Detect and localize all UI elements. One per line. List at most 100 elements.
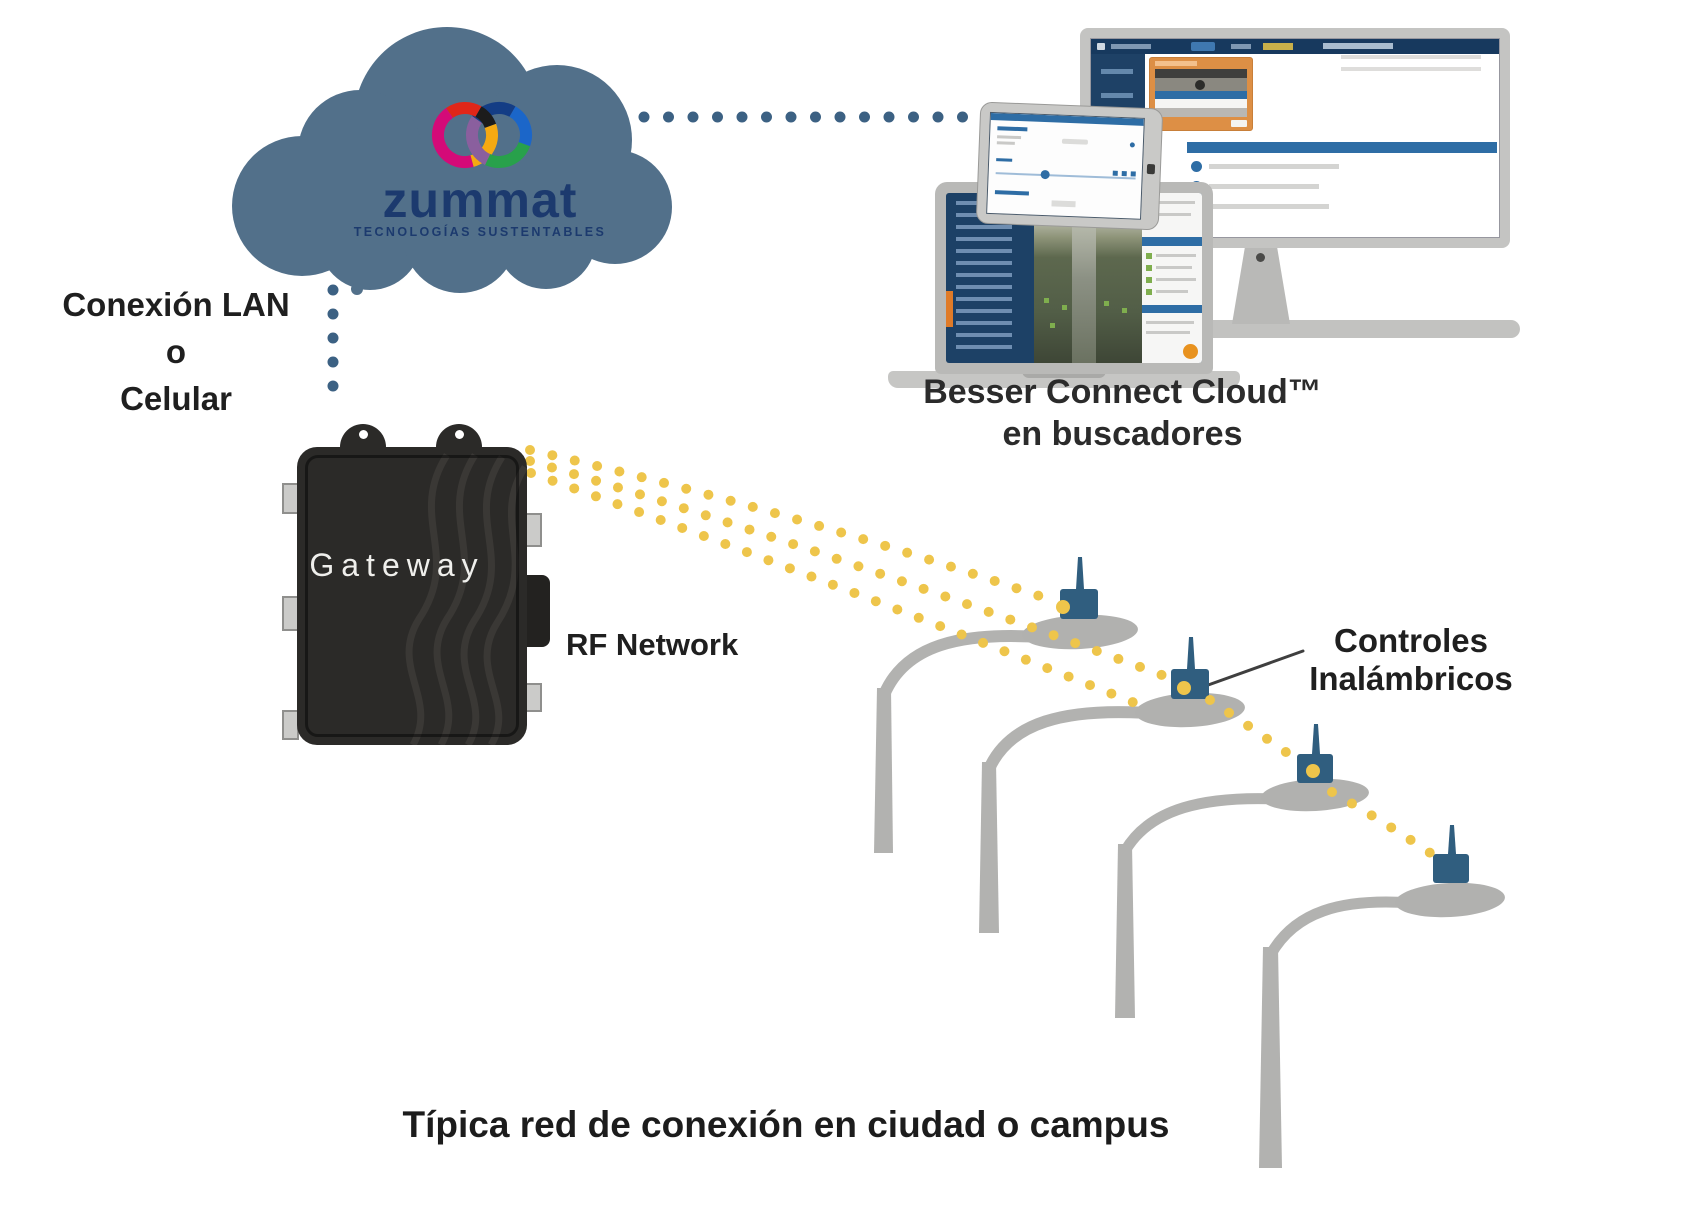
connection-label: Conexión LAN o Celular <box>26 281 326 422</box>
mock-link-text <box>996 158 1013 162</box>
mock-control-square <box>1130 171 1136 177</box>
mock-video-player <box>1155 69 1247 117</box>
mock-play-icon <box>1195 80 1206 90</box>
rf-dot-on-controller-1 <box>1056 600 1070 614</box>
browser-label: Besser Connect Cloud™ en buscadores <box>895 371 1350 455</box>
tablet-home-button <box>1146 163 1156 175</box>
mock-row-text <box>1146 331 1190 334</box>
mock-nav-text <box>1111 44 1151 49</box>
mock-link-text <box>994 190 1029 196</box>
mock-video-stripe <box>1155 91 1247 99</box>
mock-sidebar-items <box>956 201 1012 355</box>
mock-link-text <box>997 126 1028 132</box>
mock-content-line <box>1341 55 1481 59</box>
arm <box>1265 896 1418 960</box>
mock-pill <box>1051 200 1076 208</box>
mock-status-dot <box>1146 277 1152 283</box>
pole <box>874 688 893 853</box>
lamp-head <box>1135 692 1245 728</box>
zummat-wordmark: zummat <box>382 172 578 228</box>
gateway-side-tab <box>525 513 542 547</box>
mock-slider-knob <box>1040 169 1050 180</box>
mock-status-dot <box>1146 265 1152 271</box>
mock-sidebar-marker <box>946 291 953 327</box>
rf-beam-3 <box>526 468 1150 712</box>
mock-action-button <box>1183 344 1198 359</box>
gateway-box: Gateway <box>297 447 527 745</box>
mock-sidebar-item <box>1101 93 1133 98</box>
streetlight-2 <box>979 692 1245 933</box>
mock-video-stripe <box>1155 108 1247 117</box>
mock-row-text <box>1209 184 1319 189</box>
gateway-antenna-block <box>524 575 550 647</box>
mock-gray-text <box>996 141 1015 145</box>
mock-row-text <box>1209 204 1329 209</box>
mock-row-text <box>1157 213 1191 216</box>
tablet-screen-mock <box>986 111 1145 220</box>
mock-video-modal <box>1149 57 1253 131</box>
mock-nav-highlight <box>1263 43 1293 50</box>
controls-label-line2: Inalámbricos <box>1309 660 1513 697</box>
controls-label: Controles Inalámbricos <box>1278 622 1544 698</box>
rf-network-label: RF Network <box>566 627 739 662</box>
wireless-controller-icon-1 <box>1060 557 1098 619</box>
mock-topbar <box>990 112 1144 126</box>
rf-dot-on-controller-3 <box>1306 764 1320 778</box>
rf-beams <box>525 445 1447 866</box>
browser-label-line2: en buscadores <box>1002 415 1243 453</box>
mock-nav-text <box>1231 44 1251 49</box>
gateway-label: Gateway <box>309 547 485 583</box>
mock-navbar <box>1091 39 1499 54</box>
mock-status-dot <box>1146 253 1152 259</box>
arm <box>983 706 1154 775</box>
streetlight-4 <box>1259 882 1505 1168</box>
mock-row-text <box>1156 254 1196 257</box>
monitor-stand-screw <box>1256 253 1265 262</box>
streetlight-3 <box>1115 778 1369 1018</box>
caption: Típica red de conexión en ciudad o campu… <box>402 1104 1170 1145</box>
zummat-tagline: TECNOLOGÍAS SUSTENTABLES <box>353 225 607 239</box>
mock-video-bar <box>1155 69 1247 78</box>
mock-road-vertical <box>1072 221 1096 363</box>
mock-row-icon <box>1191 161 1202 172</box>
gateway-side-tab <box>525 683 542 712</box>
mount-hole-icon <box>454 430 464 439</box>
mock-content-line <box>1341 67 1481 71</box>
connection-label-line1: Conexión LAN <box>62 286 290 323</box>
mock-modal-title <box>1155 61 1197 66</box>
lamp-head <box>1261 778 1369 812</box>
mock-control-square <box>1112 170 1118 176</box>
mock-tree-dot <box>1122 308 1127 313</box>
wireless-controller-icon-4 <box>1433 825 1469 883</box>
mock-gray-text <box>997 135 1022 140</box>
gateway-inner-panel <box>305 455 519 737</box>
zummat-rings-icon <box>431 102 532 169</box>
mock-nav-chip <box>1191 42 1215 51</box>
monitor-base <box>1176 320 1520 338</box>
mock-row-text <box>1156 290 1188 293</box>
mock-status-dot <box>1146 289 1152 295</box>
rf-beam-mesh-3-4 <box>1327 787 1447 866</box>
tablet <box>975 101 1164 231</box>
mock-row-text <box>1146 321 1194 324</box>
pole <box>1259 947 1282 1168</box>
streetlight-1 <box>874 614 1138 853</box>
cloud-icon <box>232 27 672 295</box>
mock-row-text <box>1156 278 1196 281</box>
laptop-base <box>888 371 1240 388</box>
mock-pill <box>1061 138 1089 145</box>
mock-sidebar-item <box>1101 69 1133 74</box>
arm <box>1119 793 1284 857</box>
lamp-head <box>1395 882 1505 918</box>
lamp-head <box>1022 614 1138 650</box>
zummat-logo: zummat TECNOLOGÍAS SUSTENTABLES <box>350 96 610 239</box>
mock-dot <box>1129 142 1135 148</box>
mock-tree-dot <box>1104 301 1109 306</box>
rf-beam-1 <box>525 445 1059 606</box>
connection-label-line2: o <box>165 333 187 370</box>
mock-row-text <box>1209 164 1339 169</box>
pole <box>979 762 999 933</box>
mock-modal-button <box>1231 120 1247 127</box>
